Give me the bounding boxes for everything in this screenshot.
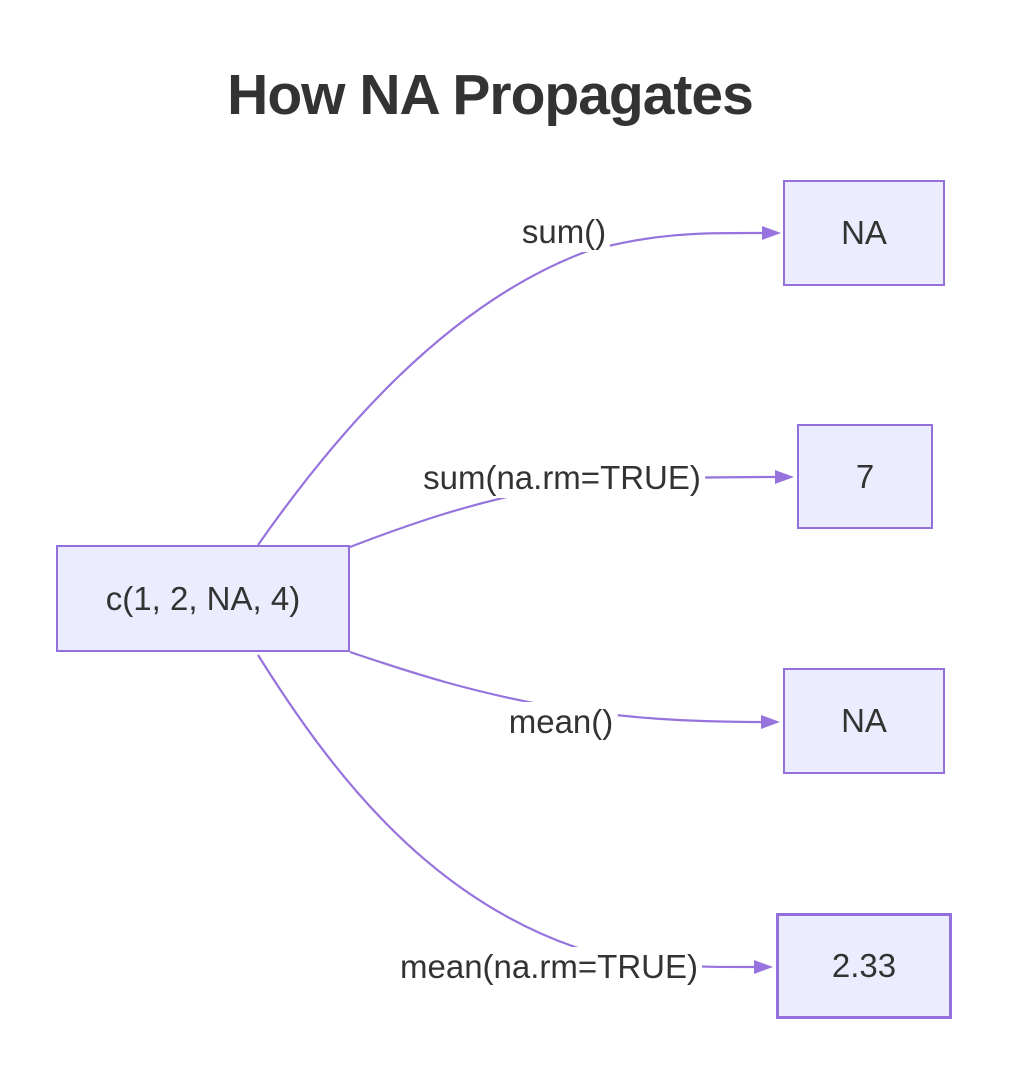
edge-sum-arrow xyxy=(257,225,781,546)
node-result-mean-narm: 2.33 xyxy=(776,913,952,1019)
node-result-sum-narm: 7 xyxy=(797,424,933,529)
edge-label-sum-narm: sum(na.rm=TRUE) xyxy=(419,458,705,498)
diagram-title: How NA Propagates xyxy=(227,63,754,127)
node-result-mean: NA xyxy=(783,668,945,774)
edge-label-sum: sum() xyxy=(517,212,611,252)
edge-label-mean: mean() xyxy=(504,702,618,742)
edge-label-mean-narm: mean(na.rm=TRUE) xyxy=(396,947,702,987)
node-source-vector: c(1, 2, NA, 4) xyxy=(56,545,350,652)
node-result-sum: NA xyxy=(783,180,945,286)
